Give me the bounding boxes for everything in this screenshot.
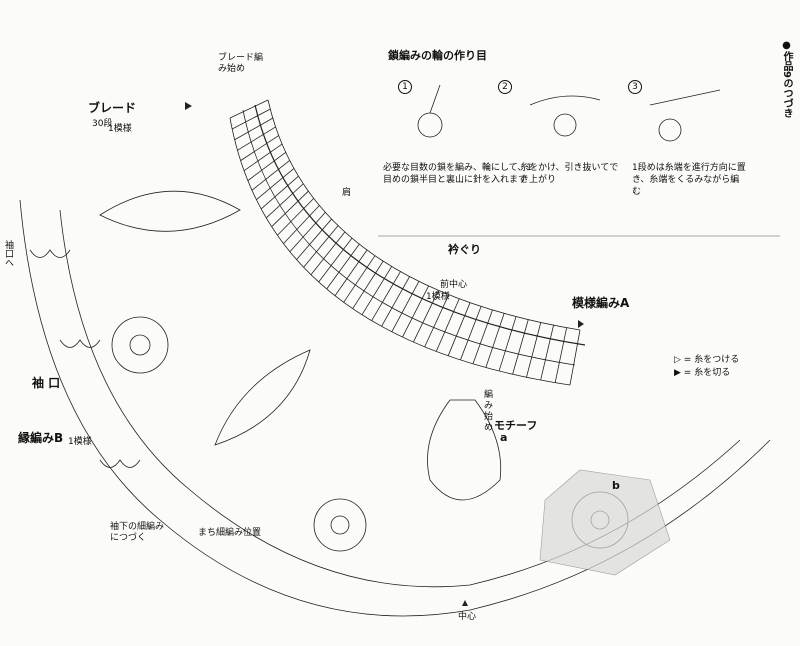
yoke-spoke — [303, 225, 339, 268]
yoke-spoke — [265, 183, 304, 219]
yoke-spoke — [277, 198, 315, 236]
braid-rows-label: 30段 — [92, 119, 113, 129]
one-pattern-label-1: 1模様 — [108, 124, 132, 134]
gusset-label: まち細編み位置 — [198, 528, 262, 538]
yoke-spoke — [402, 285, 429, 338]
yoke-spoke — [460, 306, 482, 361]
yoke-spoke — [289, 212, 326, 252]
braid-start-label: ブレード編み始め — [218, 53, 264, 74]
yoke-spoke — [271, 190, 309, 228]
pineapple-motif-a — [427, 399, 502, 501]
ring-step-3: 1段めは糸端を進行方向に置き、糸端をくるみながら編む — [632, 162, 747, 198]
flower-motif-2 — [313, 498, 367, 552]
braid-label: ブレード — [88, 101, 137, 115]
shoulder-label: 肩 — [342, 188, 352, 198]
yoke-spoke — [381, 276, 410, 327]
motif-a-label: a — [500, 431, 508, 444]
ring-step-1: 必要な目数の鎖を編み、輪にして、1目めの鎖半目と裏山に針を入れます — [383, 162, 533, 186]
ring-step-3-text: 1段めは糸端を進行方向に置き、糸端をくるみながら編む — [632, 163, 746, 197]
ring-step-2-number: 2 — [498, 80, 512, 94]
motif-b-shade — [539, 469, 671, 576]
yoke-spoke — [283, 205, 320, 244]
pineapple-motif-2 — [214, 349, 311, 446]
yoke-spoke — [251, 160, 290, 191]
yoke-spoke — [240, 135, 279, 161]
yoke-spoke — [229, 99, 269, 119]
yoke-spoke — [540, 325, 554, 381]
yoke-spoke — [260, 175, 299, 210]
motif-label: モチーフ — [494, 419, 538, 432]
sleeve-connect-label: 袖下の細編みにつづく — [110, 522, 165, 543]
left-vertical-label: 袖口へ — [3, 240, 13, 267]
neckline-label: 衿ぐり — [448, 243, 481, 256]
front-center-label: 前中心 — [440, 280, 468, 290]
yoke-spoke — [554, 327, 568, 383]
yoke-spoke — [237, 126, 276, 151]
yoke-spoke — [498, 316, 517, 372]
yoke-spoke — [243, 143, 283, 172]
yoke-spoke — [318, 237, 353, 283]
pineapple-motif-1 — [99, 190, 241, 232]
pattern-a-label: 模様編みA — [572, 296, 630, 310]
ring-step-3-number: 3 — [628, 80, 642, 94]
cuff-label: 袖 口 — [32, 376, 61, 390]
motif-b-label: b — [612, 479, 620, 492]
edging-b-label: 縁編みB — [18, 431, 64, 445]
yoke-spoke — [435, 298, 460, 352]
ring-title: 鎖編みの輪の作り目 — [388, 49, 487, 62]
flower-motif-1 — [111, 316, 169, 374]
yoke-spoke — [361, 266, 393, 315]
yoke-spoke — [424, 294, 450, 348]
ring-step-1-text: 必要な目数の鎖を編み、輪にして、1目めの鎖半目と裏山に針を入れます — [383, 163, 533, 185]
yoke-spoke — [569, 329, 581, 386]
ring-step-2: 糸をかけ、引き抜いてでき上がり — [520, 162, 620, 186]
yoke-spoke — [310, 231, 346, 275]
yoke-spoke — [296, 218, 332, 260]
yoke-spoke — [326, 243, 360, 290]
yoke-spoke — [231, 108, 271, 130]
yoke-spoke — [256, 168, 295, 201]
yoke-spoke — [247, 152, 286, 181]
yoke-spoke — [512, 319, 529, 375]
yoke-spoke — [343, 255, 376, 303]
legend-cut: ▶ = 糸を切る — [674, 368, 731, 378]
yoke-spoke — [371, 271, 401, 321]
yoke-spoke — [234, 117, 273, 141]
legend: ▷ = 糸をつける ▶ = 糸を切る — [674, 354, 739, 380]
one-pattern-label-3: 1模様 — [68, 437, 92, 447]
legend-attach: ▷ = 糸をつける — [674, 355, 740, 365]
yoke-spoke — [391, 281, 420, 333]
ring-step-2-text: 糸をかけ、引き抜いてでき上がり — [520, 163, 619, 185]
center-label: 中心 — [458, 612, 477, 622]
ring-step-1-number: 1 — [398, 80, 412, 94]
yoke-spoke — [485, 313, 505, 368]
yoke-spoke — [352, 260, 384, 309]
yoke-spoke — [472, 309, 493, 364]
yoke-spoke — [447, 302, 471, 356]
side-title: ●作品9のつづき — [781, 40, 792, 118]
yoke-spoke — [334, 249, 368, 296]
yoke-spoke — [413, 290, 439, 343]
one-pattern-label-2: 1模様 — [426, 292, 450, 302]
motif-start-label: 編み始め — [484, 390, 494, 433]
yoke-spoke — [526, 322, 542, 378]
